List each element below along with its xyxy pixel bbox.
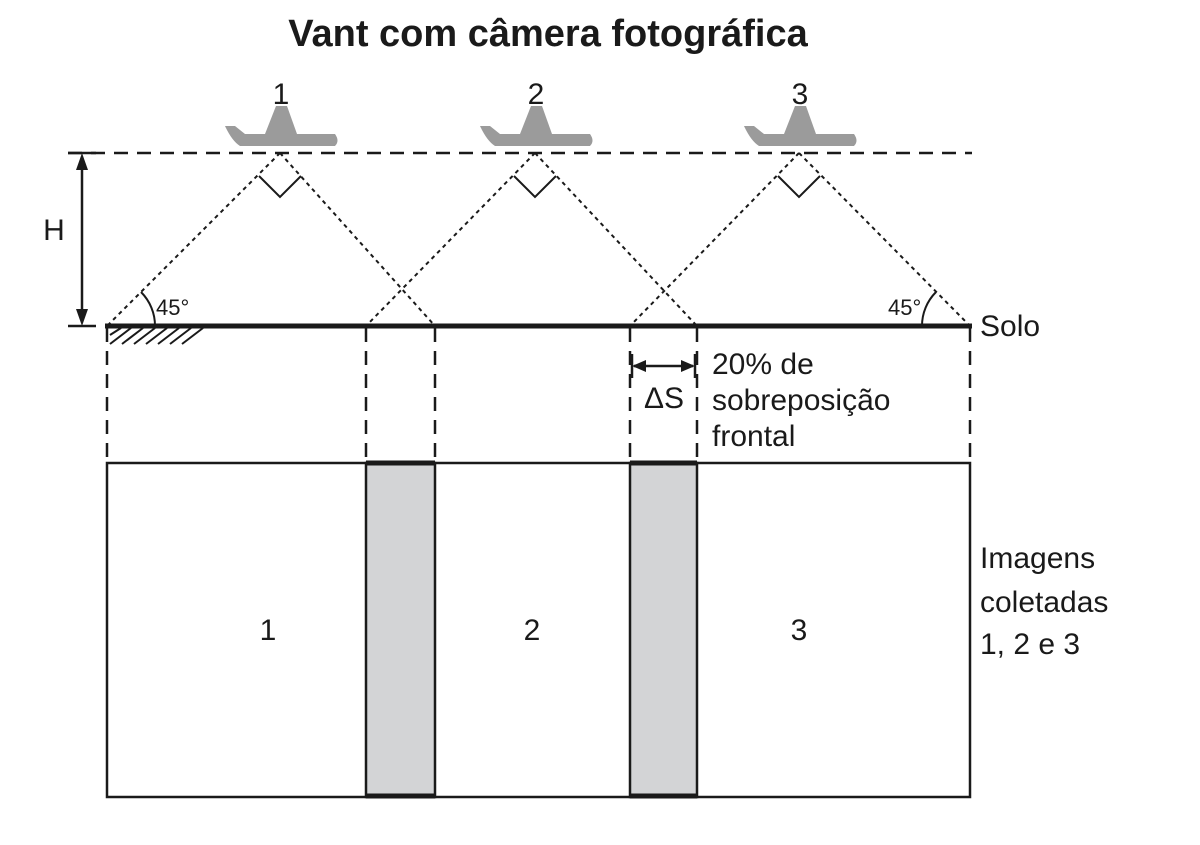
ground-label: Solo (980, 310, 1040, 343)
overlap-region-2 (628, 461, 699, 799)
image-label-2: 2 (524, 614, 541, 647)
position-label-3: 3 (792, 78, 809, 111)
ground-hatching (109, 327, 204, 345)
angle-arcs (140, 291, 937, 327)
image-label-3: 3 (791, 614, 808, 647)
overlap-thick-edges (366, 460, 697, 799)
height-dimension (68, 151, 96, 328)
overlap-region-1 (364, 461, 437, 799)
airplane-icon-3 (744, 106, 857, 146)
position-label-2: 2 (528, 78, 545, 111)
images-label-line1: Imagens (980, 542, 1095, 575)
images-strip (105, 461, 972, 799)
angle-label-left: 45° (156, 295, 189, 320)
airplane-icon-2 (480, 106, 593, 146)
overlap-dimension (630, 354, 697, 378)
height-label: H (43, 214, 65, 247)
airplane-icon-1 (225, 106, 338, 146)
images-label-line3: 1, 2 e 3 (980, 628, 1080, 661)
overlap-label-line1: 20% de (712, 348, 814, 381)
position-label-1: 1 (273, 78, 290, 111)
image-label-1: 1 (260, 614, 277, 647)
images-label-line2: coletadas (980, 586, 1108, 619)
angle-label-right: 45° (888, 295, 921, 320)
right-angle-markers (258, 175, 821, 199)
overlap-label-line2: sobreposição (712, 384, 890, 417)
delta-s-label: ΔS (644, 382, 684, 415)
camera-fov-lines (106, 152, 971, 327)
overlap-label-line3: frontal (712, 420, 795, 453)
diagram-title: Vant com câmera fotográfica (288, 13, 808, 55)
